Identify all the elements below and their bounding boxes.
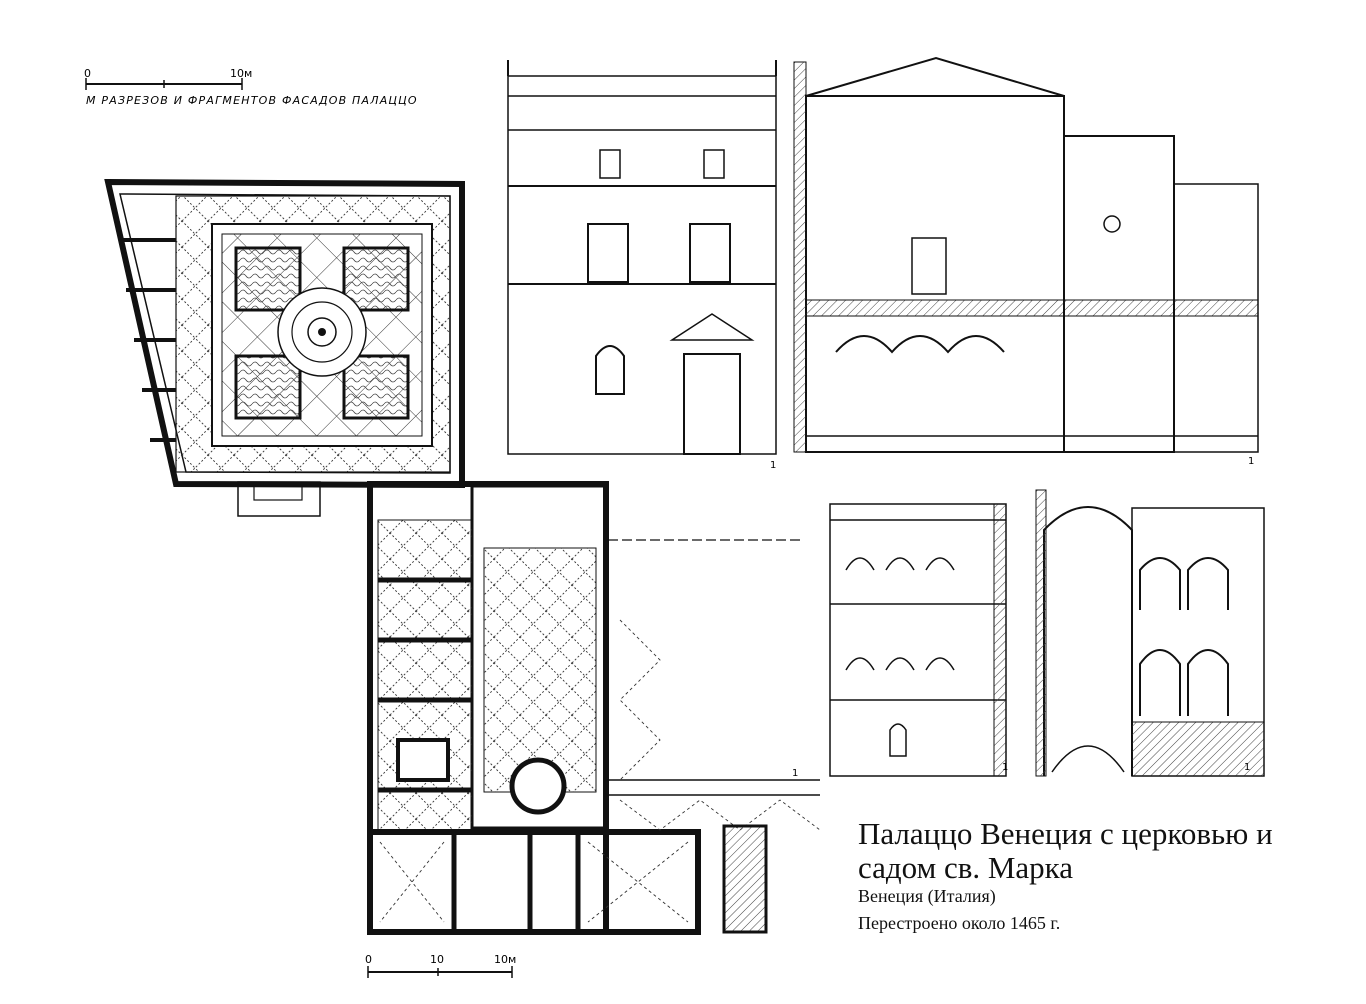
scale-bottom-tick-10m: 10м (494, 953, 516, 966)
section-drawing-1: 1 (793, 56, 1259, 467)
caption-date: Перестроено около 1465 г. (858, 913, 1061, 933)
caption-title-line2: садом св. Марка (858, 850, 1074, 885)
scale-top-tick-0: 0 (84, 67, 91, 80)
facade-elevation-2: 1 (829, 503, 1008, 777)
section-mark: 1 (1248, 456, 1254, 467)
garden-plan (104, 178, 465, 517)
scale-top-label: М РАЗРЕЗОВ И ФРАГМЕНТОВ ФАСАДОВ ПАЛАЦЦО (86, 94, 418, 107)
palace-plan (367, 481, 821, 935)
section-mark: 1 (1002, 762, 1008, 773)
caption-title-line1: Палаццо Венеция с церковью и (858, 816, 1273, 851)
scale-bottom-tick-10: 10 (430, 953, 444, 966)
scale-bar-bottom: 0 10 10м (365, 953, 516, 978)
section-mark: 1 (1244, 762, 1250, 773)
caption-location: Венеция (Италия) (858, 886, 996, 906)
facade-elevation-1: 1 (507, 60, 777, 471)
scale-bottom-tick-0: 0 (365, 953, 372, 966)
section-mark: 1 (792, 768, 798, 779)
section-mark: 1 (770, 460, 776, 471)
scale-top-tick-10m: 10м (230, 67, 252, 80)
scale-bar-top: 0 10м М РАЗРЕЗОВ И ФРАГМЕНТОВ ФАСАДОВ ПА… (84, 67, 418, 107)
section-drawing-2: 1 (1035, 489, 1265, 777)
